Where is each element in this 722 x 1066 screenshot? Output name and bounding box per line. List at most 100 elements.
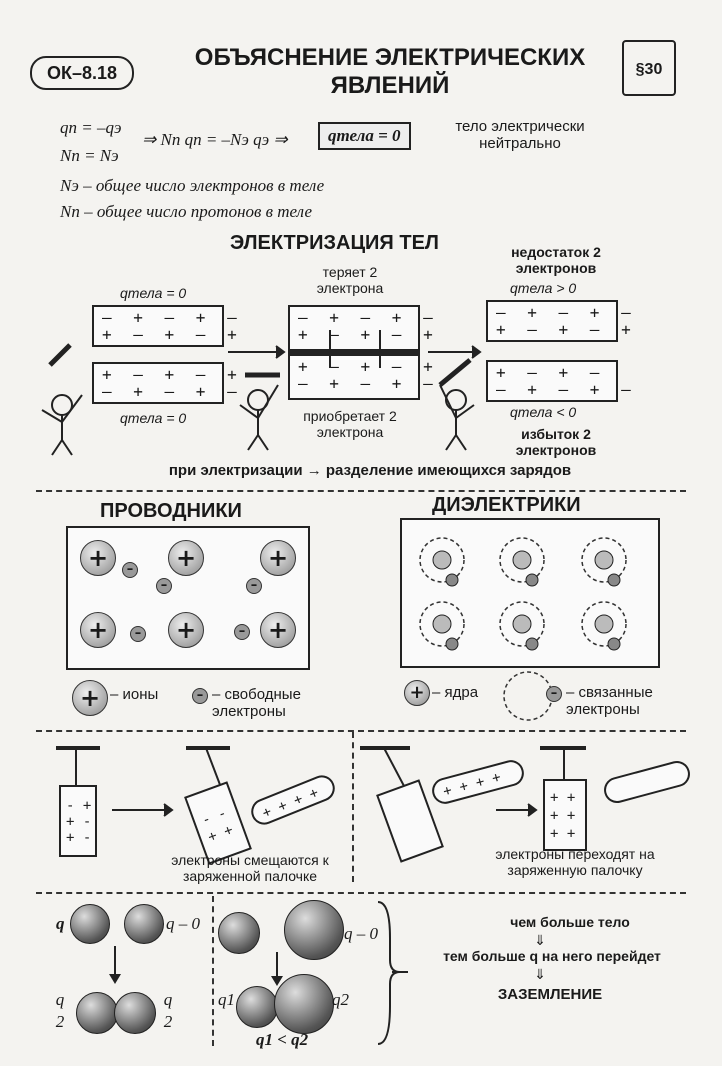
plate-neutral-bottom: + – + – + – + – + – xyxy=(92,362,237,404)
plate-tilted-2 xyxy=(376,779,444,863)
large-neutral-ball xyxy=(284,900,344,960)
formula-charge: qп = –qэ xyxy=(60,118,122,137)
legend-nuclei: – ядра xyxy=(432,684,479,701)
svg-text:- +: - + xyxy=(66,798,91,814)
q-label: q xyxy=(56,914,65,933)
svg-text:+ +: + + xyxy=(550,808,575,824)
charged-rod-1 xyxy=(251,775,335,825)
ion: + xyxy=(168,540,204,576)
implies-arrow-2: ⇓ xyxy=(534,966,546,982)
shared-ball-1 xyxy=(76,992,118,1034)
ion: + xyxy=(80,612,116,648)
paragraph-badge: §30 xyxy=(622,40,676,96)
divider-vertical-2 xyxy=(212,896,214,1046)
free-electron: – xyxy=(130,626,146,642)
legend-ion-icon: + xyxy=(72,680,108,716)
electron-count-def: Nэ – общее число электронов в теле xyxy=(60,176,325,195)
divider-1 xyxy=(36,490,686,492)
q-negative-label: qтела < 0 xyxy=(510,404,577,420)
deficit-label: недостаток 2 электронов xyxy=(511,244,601,276)
grounding-brace xyxy=(377,901,408,1045)
neutral-rod xyxy=(604,760,690,804)
formula-implication: ⇒ Nп qп = –Nэ qэ ⇒ xyxy=(142,130,288,149)
induction-figures: - ++ -+ - - -+ + + + + + + + + + + ++ ++… xyxy=(56,746,690,865)
q2-label: q2 xyxy=(332,990,349,1009)
inequality-label: q1 < q2 xyxy=(256,1030,309,1049)
q-zero-small: q – 0 xyxy=(166,914,200,933)
dielectric-atoms xyxy=(419,537,627,651)
neutral-text: тело электрически нейтрально xyxy=(455,118,585,152)
svg-text:+ +: + + xyxy=(550,790,575,806)
half-two-right: 2 xyxy=(163,1012,173,1031)
electrization-summary: при электризации → разделение имеющихся … xyxy=(168,462,572,479)
plate-positive: – + – + – + – + – + xyxy=(486,300,631,342)
half-q-right: q xyxy=(163,990,173,1009)
section-title-dielectrics: ДИЭЛЕКТРИКИ xyxy=(432,494,581,516)
plate-tilted-1 xyxy=(184,781,252,865)
q1-label: q1 xyxy=(218,990,235,1009)
excess-label: избыток 2 электронов xyxy=(515,426,597,458)
stage-arrow-1-head xyxy=(275,345,286,359)
charged-ball xyxy=(70,904,110,944)
proton-count-def: Nп – общее число протонов в теле xyxy=(60,202,313,221)
ion: + xyxy=(260,540,296,576)
svg-text:+ +: + + xyxy=(550,826,575,842)
grounding-line-1: чем больше тело xyxy=(510,914,630,930)
plate-hanging-1 xyxy=(59,785,97,857)
legend-free-electron-icon: – xyxy=(192,688,208,704)
shared-ball-2 xyxy=(114,992,156,1034)
person-figure-1 xyxy=(41,343,83,456)
formula-neutral-box: qтела = 0 xyxy=(318,122,411,150)
neutral-ball xyxy=(124,904,164,944)
legend-ions: – ионы xyxy=(110,686,159,703)
plate-hanging-2 xyxy=(543,779,587,851)
plate-neutral-top: – + – + – + – + – + xyxy=(92,305,237,347)
ion: + xyxy=(80,540,116,576)
down-arrow-2 xyxy=(271,952,283,986)
small-ball-after xyxy=(236,986,278,1028)
free-electron: – xyxy=(246,578,262,594)
charged-rod-2 xyxy=(432,760,524,804)
gains-label: приобретает 2 электрона xyxy=(303,408,397,440)
person-figure-2 xyxy=(239,372,280,451)
q-zero-large: q – 0 xyxy=(344,924,378,943)
small-charged-ball xyxy=(218,912,260,954)
large-ball-after xyxy=(274,974,334,1034)
plate-rubbed-top: – + – + – + – + – + xyxy=(288,305,433,351)
section-title-electrization: ЭЛЕКТРИЗАЦИЯ ТЕЛ xyxy=(230,232,439,254)
half-two-left: 2 xyxy=(55,1012,65,1031)
lesson-tag: ОК–8.18 xyxy=(30,56,134,90)
half-q-left: q xyxy=(55,990,65,1009)
q-zero-label-top: qтела = 0 xyxy=(120,285,187,301)
ion: + xyxy=(260,612,296,648)
induction-right-caption: электроны переходят на заряженную палочк… xyxy=(495,846,655,878)
q-zero-label-bottom: qтела = 0 xyxy=(120,410,187,426)
down-arrow-1 xyxy=(109,946,121,984)
q-positive-label: qтела > 0 xyxy=(510,280,577,296)
section-title-conductors: ПРОВОДНИКИ xyxy=(100,500,242,522)
person-figure-3 xyxy=(438,358,475,451)
induction-left-caption: электроны смещаются к заряженной палочке xyxy=(171,852,329,884)
formula-count: Nп = Nэ xyxy=(60,146,119,165)
grounding-line-2: тем больше q на него перейдет xyxy=(443,948,661,964)
svg-text:+ -: + - xyxy=(66,830,91,846)
divider-2 xyxy=(36,730,686,732)
grounding-title: ЗАЗЕМЛЕНИЕ xyxy=(497,986,603,1003)
loses-label: теряет 2 электрона xyxy=(316,264,384,296)
divider-3 xyxy=(36,892,686,894)
legend-nucleus-icon: + xyxy=(404,680,430,706)
plate-rubbed-bottom: + – + – + – + – + – xyxy=(288,354,433,400)
page-title: ОБЪЯСНЕНИЕ ЭЛЕКТРИЧЕСКИХ ЯВЛЕНИЙ xyxy=(194,44,586,99)
legend-free-electrons: – свободные электроны xyxy=(212,686,301,720)
free-electron: – xyxy=(234,624,250,640)
legend-bound-electron-icon: – xyxy=(546,686,562,702)
stage-arrow-2-head xyxy=(471,345,482,359)
divider-vertical-1 xyxy=(352,732,354,882)
plate-negative: + – + – – + – + – xyxy=(486,360,631,402)
legend-bound-electrons: – связанные электроны xyxy=(566,684,653,718)
free-electron: – xyxy=(122,562,138,578)
implies-arrow-1: ⇓ xyxy=(534,932,546,948)
ion: + xyxy=(168,612,204,648)
free-electron: – xyxy=(156,578,172,594)
